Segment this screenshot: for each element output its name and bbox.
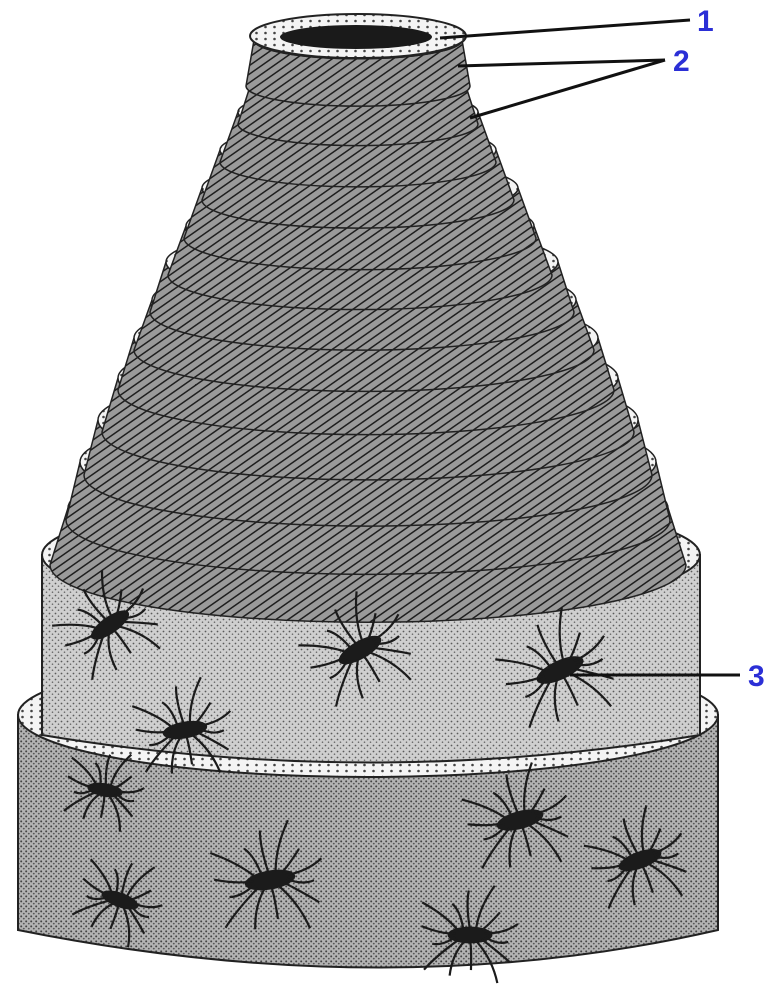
callout-label-1: 1 (697, 5, 714, 38)
leader-line-1 (440, 20, 690, 38)
callout-label-2: 2 (673, 45, 690, 78)
leader-line-2a (458, 60, 665, 66)
leader-line-2b (470, 60, 665, 118)
callout-label-3: 3 (748, 660, 765, 693)
central-canal (250, 14, 466, 58)
concentric-lamellae (50, 21, 686, 622)
